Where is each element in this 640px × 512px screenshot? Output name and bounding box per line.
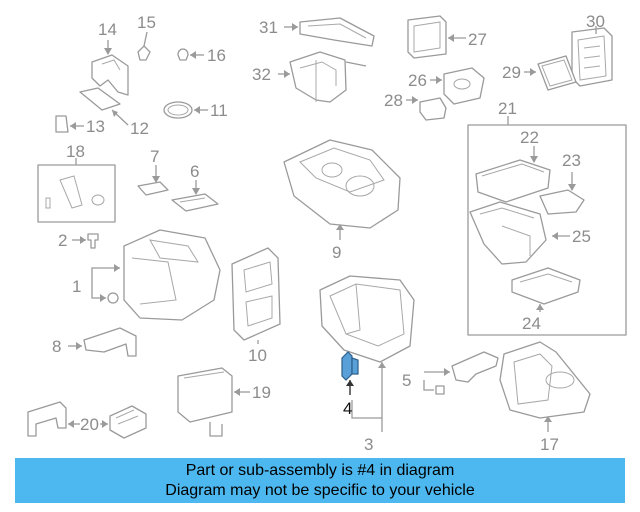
callout-19: 19 — [252, 383, 271, 402]
callout-27: 27 — [468, 30, 487, 49]
part-5: 5 — [402, 351, 499, 395]
callout-10: 10 — [248, 346, 267, 365]
part-15: 15 — [137, 13, 156, 61]
callout-11: 11 — [210, 101, 228, 120]
callout-21: 21 — [498, 99, 517, 118]
part-22: 22 — [475, 128, 551, 203]
callout-30: 30 — [586, 12, 605, 31]
part-26: 26 — [408, 67, 485, 105]
part-17: 17 — [499, 341, 591, 454]
part-28: 28 — [384, 91, 447, 121]
callout-29: 29 — [502, 63, 521, 82]
callout-2: 2 — [58, 231, 67, 250]
part-25: 25 — [469, 201, 591, 265]
callout-15: 15 — [137, 13, 156, 32]
part-11: 11 — [163, 101, 228, 120]
callout-28: 28 — [384, 91, 403, 110]
part-23: 23 — [539, 151, 585, 215]
part-13: 13 — [55, 115, 105, 136]
part-24: 24 — [511, 267, 581, 333]
part-16: 16 — [177, 46, 226, 65]
callout-20: 20 — [80, 415, 99, 434]
part-20: 20 — [27, 401, 147, 439]
callout-12: 12 — [130, 119, 149, 138]
part-10: 10 — [231, 247, 281, 365]
part-3: 3 — [319, 275, 415, 454]
callout-17: 17 — [540, 435, 559, 454]
part-18: 18 — [37, 142, 116, 223]
callout-18: 18 — [66, 142, 85, 161]
part-1: 1 — [72, 229, 221, 321]
callout-5: 5 — [402, 371, 411, 390]
banner-line-1: Part or sub-assembly is #4 in diagram — [185, 462, 455, 479]
part-14: 14 — [91, 20, 129, 96]
callout-4: 4 — [343, 399, 352, 418]
callout-3: 3 — [364, 435, 373, 454]
callout-22: 22 — [520, 128, 539, 147]
callout-8: 8 — [52, 337, 61, 356]
callout-7: 7 — [150, 147, 159, 166]
callout-26: 26 — [408, 71, 427, 90]
part-19: 19 — [177, 367, 271, 437]
callout-9: 9 — [332, 243, 341, 262]
info-banner: Part or sub-assembly is #4 in diagram Di… — [15, 458, 625, 503]
part-32: 32 — [252, 51, 367, 103]
callout-6: 6 — [190, 162, 199, 181]
part-7: 7 — [137, 147, 169, 196]
part-12: 12 — [79, 87, 149, 138]
part-2: 2 — [58, 231, 99, 250]
banner-line-2: Diagram may not be specific to your vehi… — [165, 482, 475, 499]
part-6: 6 — [171, 162, 219, 212]
part-31: 31 — [259, 17, 375, 47]
part-29: 29 — [502, 55, 577, 91]
parts-diagram: 14 15 16 12 11 13 — [27, 12, 627, 454]
callout-16: 16 — [207, 46, 226, 65]
callout-13: 13 — [86, 117, 105, 136]
callout-32: 32 — [252, 65, 271, 84]
callout-25: 25 — [572, 227, 591, 246]
callout-1: 1 — [72, 277, 81, 296]
callout-24: 24 — [522, 314, 541, 333]
callout-31: 31 — [259, 18, 278, 37]
part-27: 27 — [407, 15, 487, 59]
part-30: 30 — [571, 12, 613, 87]
part-8: 8 — [52, 327, 137, 357]
part-4-highlighted: 4 — [341, 351, 359, 418]
callout-14: 14 — [98, 20, 117, 39]
callout-23: 23 — [562, 151, 581, 170]
part-9: 9 — [283, 139, 401, 262]
